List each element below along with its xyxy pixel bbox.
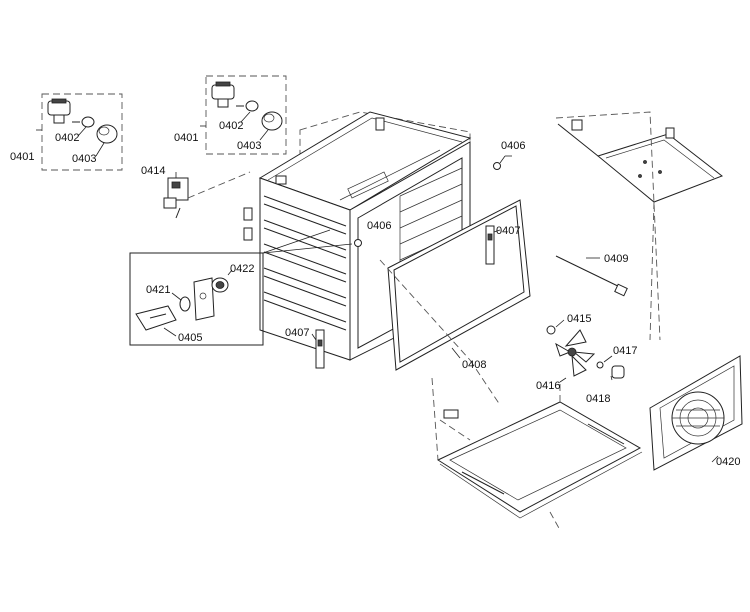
cap-0418 <box>611 365 625 379</box>
label-0407-left: 0407 <box>285 327 309 339</box>
switch-top-left <box>51 98 67 104</box>
nut-0415 <box>546 325 556 335</box>
callout-labels: 0401 0402 0403 0401 0402 0403 0414 0406 … <box>10 120 740 468</box>
pan-bracket <box>443 409 459 419</box>
switch-top-right <box>215 81 231 87</box>
sensor-0409 <box>555 255 628 297</box>
label-0401-left: 0401 <box>10 151 34 163</box>
back-panel-0420 <box>649 355 743 471</box>
label-0418: 0418 <box>586 393 610 405</box>
lamp-inset <box>129 229 353 346</box>
side-rack-slots <box>263 195 347 331</box>
top-element-panel <box>596 133 724 203</box>
label-0415: 0415 <box>567 313 591 325</box>
label-0421: 0421 <box>146 284 170 296</box>
hinge-left <box>315 329 325 369</box>
label-0414: 0414 <box>141 165 165 177</box>
convection-fan <box>546 319 625 383</box>
lamp-holder-0405 <box>135 305 177 331</box>
label-0401-right: 0401 <box>174 132 198 144</box>
switch-shaft-right <box>217 98 229 108</box>
inset-box <box>129 252 264 346</box>
bushing-right <box>245 100 259 112</box>
knob-left <box>96 124 118 144</box>
knob-group-box-left <box>41 93 123 171</box>
bushing-left <box>81 116 95 128</box>
label-0407-right: 0407 <box>496 225 520 237</box>
label-0405: 0405 <box>178 332 202 344</box>
gasket-0421 <box>179 296 191 312</box>
label-0409: 0409 <box>604 253 628 265</box>
label-0402-right: 0402 <box>219 120 243 132</box>
sensor-rod <box>555 255 627 291</box>
knob-right <box>261 111 283 131</box>
label-0403-right: 0403 <box>237 140 261 152</box>
screw-0406 <box>493 155 512 170</box>
knob-assembly-right <box>200 75 287 155</box>
bottom-pan-body <box>436 401 642 513</box>
label-0406-front: 0406 <box>367 220 391 232</box>
label-0402-left: 0402 <box>55 132 79 144</box>
label-0403-left: 0403 <box>72 153 96 165</box>
hinge-0407-right <box>485 225 501 265</box>
label-0417: 0417 <box>613 345 637 357</box>
washer-0417 <box>596 361 604 369</box>
switch-body-right <box>211 84 235 100</box>
hinge-0407-left <box>311 329 325 369</box>
valve-body <box>167 177 189 201</box>
label-0416: 0416 <box>536 380 560 392</box>
label-0420: 0420 <box>716 456 740 468</box>
label-0408: 0408 <box>462 359 486 371</box>
hinge-right <box>485 225 495 265</box>
knob-assembly-left <box>36 93 123 171</box>
light-hole-0406 <box>354 239 362 247</box>
label-0406-top: 0406 <box>501 140 525 152</box>
switch-shaft-left <box>53 114 65 124</box>
fan-blade-0416 <box>555 329 596 377</box>
label-0422: 0422 <box>230 263 254 275</box>
element-lead-wire <box>557 123 599 157</box>
knob-group-box-right <box>205 75 287 155</box>
valve-0414 <box>163 171 251 219</box>
top-element-assembly <box>555 111 724 341</box>
bottom-pan <box>431 377 643 531</box>
